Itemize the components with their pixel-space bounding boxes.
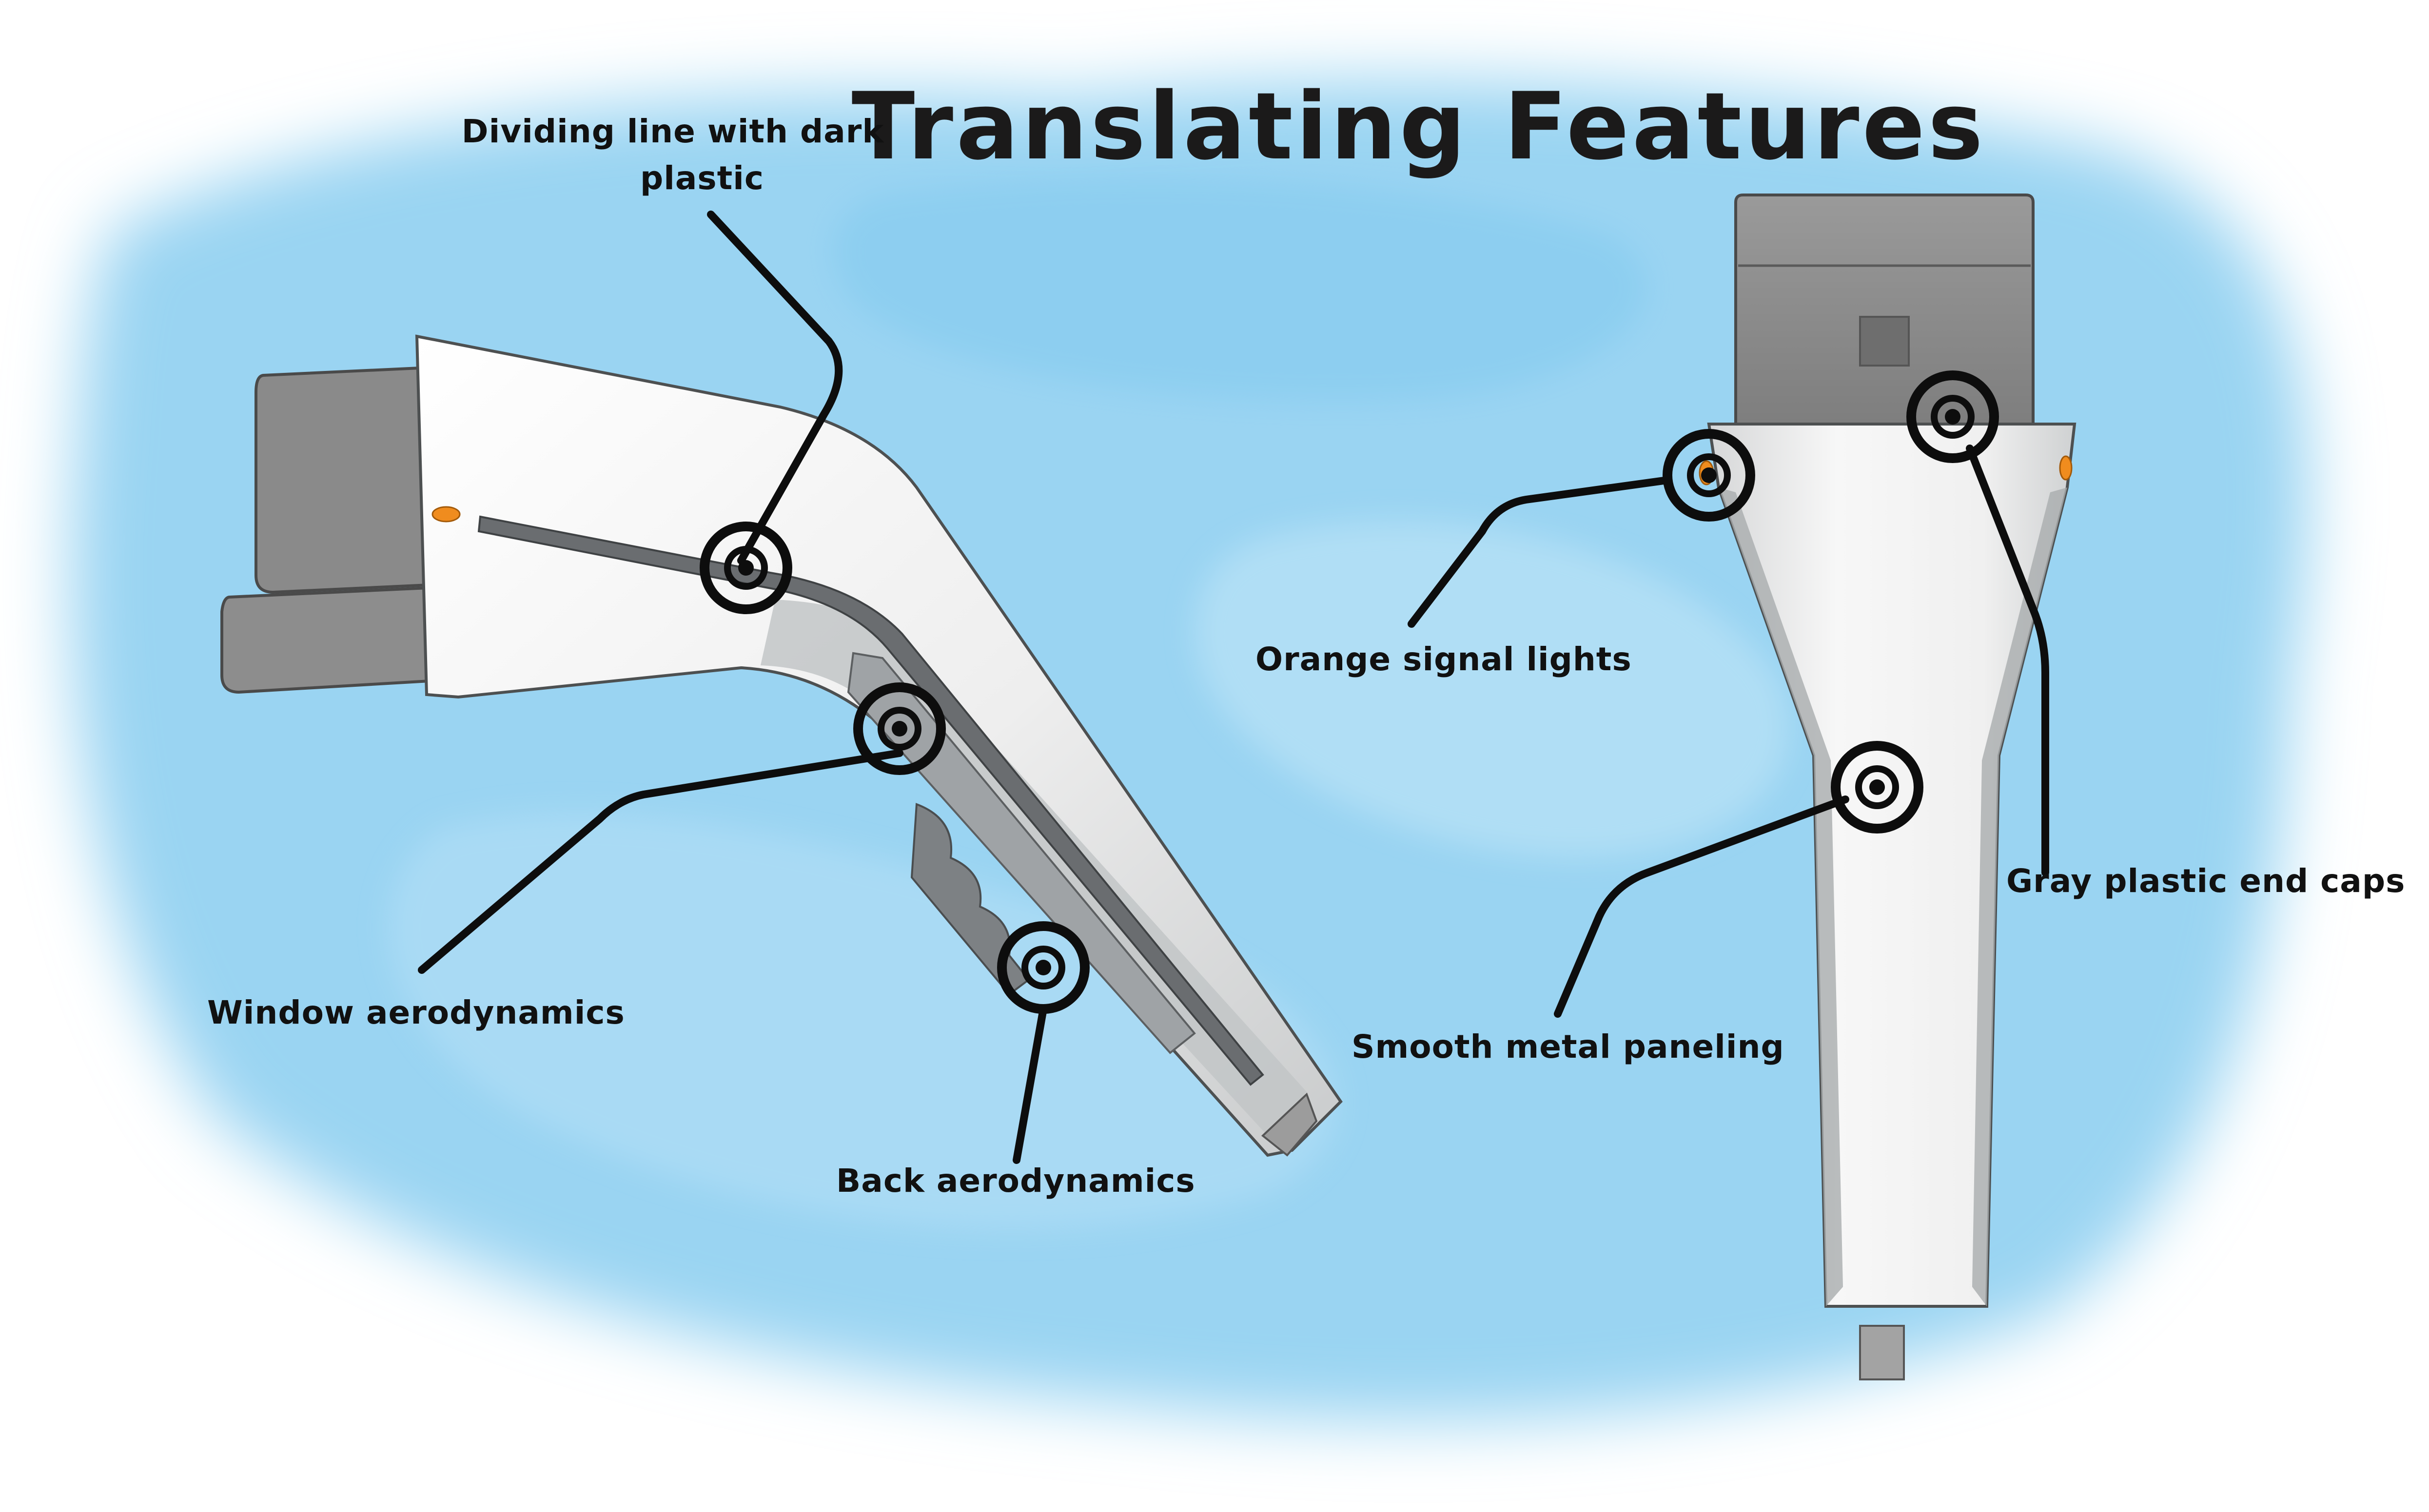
marker-dot — [892, 721, 907, 737]
marker-orange-lights-icon — [1663, 429, 1755, 522]
callout-end-caps: Gray plastic end caps — [1906, 370, 2405, 900]
callout-orange-lights: Orange signal lights — [1255, 429, 1755, 678]
marker-end-caps-icon — [1906, 370, 1999, 463]
front-left-shadow — [1719, 487, 1843, 1306]
marker-dot — [1701, 467, 1717, 483]
label-dividing-line-1: Dividing line with dark — [462, 113, 885, 150]
front-cap-square — [1859, 316, 1910, 367]
marker-dot — [1036, 960, 1051, 975]
leader-dividing-line — [707, 211, 843, 564]
label-end-caps: Gray plastic end caps — [2006, 862, 2405, 900]
front-bottom-connector — [1859, 1325, 1905, 1380]
label-window-aero: Window aerodynamics — [207, 994, 625, 1031]
side-tail-connector — [1261, 1092, 1318, 1157]
marker-back-aero-icon — [997, 921, 1090, 1014]
marker-ring-inner — [724, 546, 768, 590]
marker-dot — [738, 560, 754, 576]
label-orange-lights: Orange signal lights — [1255, 640, 1632, 678]
leader-window-aero — [418, 749, 903, 974]
marker-ring-inner — [1687, 453, 1731, 497]
side-orange-signal-light — [431, 506, 461, 523]
leader-metal-paneling — [1554, 795, 1849, 1018]
marker-dot — [1869, 779, 1885, 795]
label-dividing-line-2: plastic — [640, 159, 764, 197]
marker-metal-paneling-icon — [1831, 741, 1923, 834]
leader-end-caps — [1966, 445, 2049, 876]
callout-metal-paneling: Smooth metal paneling — [1352, 741, 1923, 1066]
marker-ring-inner — [878, 707, 921, 751]
label-back-aero: Back aerodynamics — [836, 1162, 1195, 1200]
label-metal-paneling: Smooth metal paneling — [1352, 1028, 1784, 1066]
side-dark-plastic-strip — [477, 515, 1264, 1086]
handle-front-view — [1699, 194, 2076, 1380]
diagram-title: Translating Features — [852, 73, 1986, 180]
leader-orange-lights — [1408, 476, 1671, 628]
callout-window-aero: Window aerodynamics — [207, 682, 946, 1031]
front-right-shadow — [1972, 487, 2067, 1306]
marker-dot — [1945, 409, 1960, 425]
leader-back-aero — [1013, 1005, 1047, 1164]
marker-dividing-line-icon — [700, 522, 792, 614]
callout-back-aero: Back aerodynamics — [836, 921, 1195, 1200]
side-upper-prong — [255, 366, 431, 594]
side-lower-prong — [220, 585, 448, 694]
front-orange-light-right — [2059, 455, 2073, 481]
marker-ring-inner — [1855, 765, 1899, 809]
marker-ring-inner — [1021, 946, 1065, 989]
marker-ring-inner — [1931, 395, 1975, 439]
marker-window-aero-icon — [853, 682, 946, 775]
callout-dividing-line: Dividing line with dark plastic — [462, 113, 885, 614]
